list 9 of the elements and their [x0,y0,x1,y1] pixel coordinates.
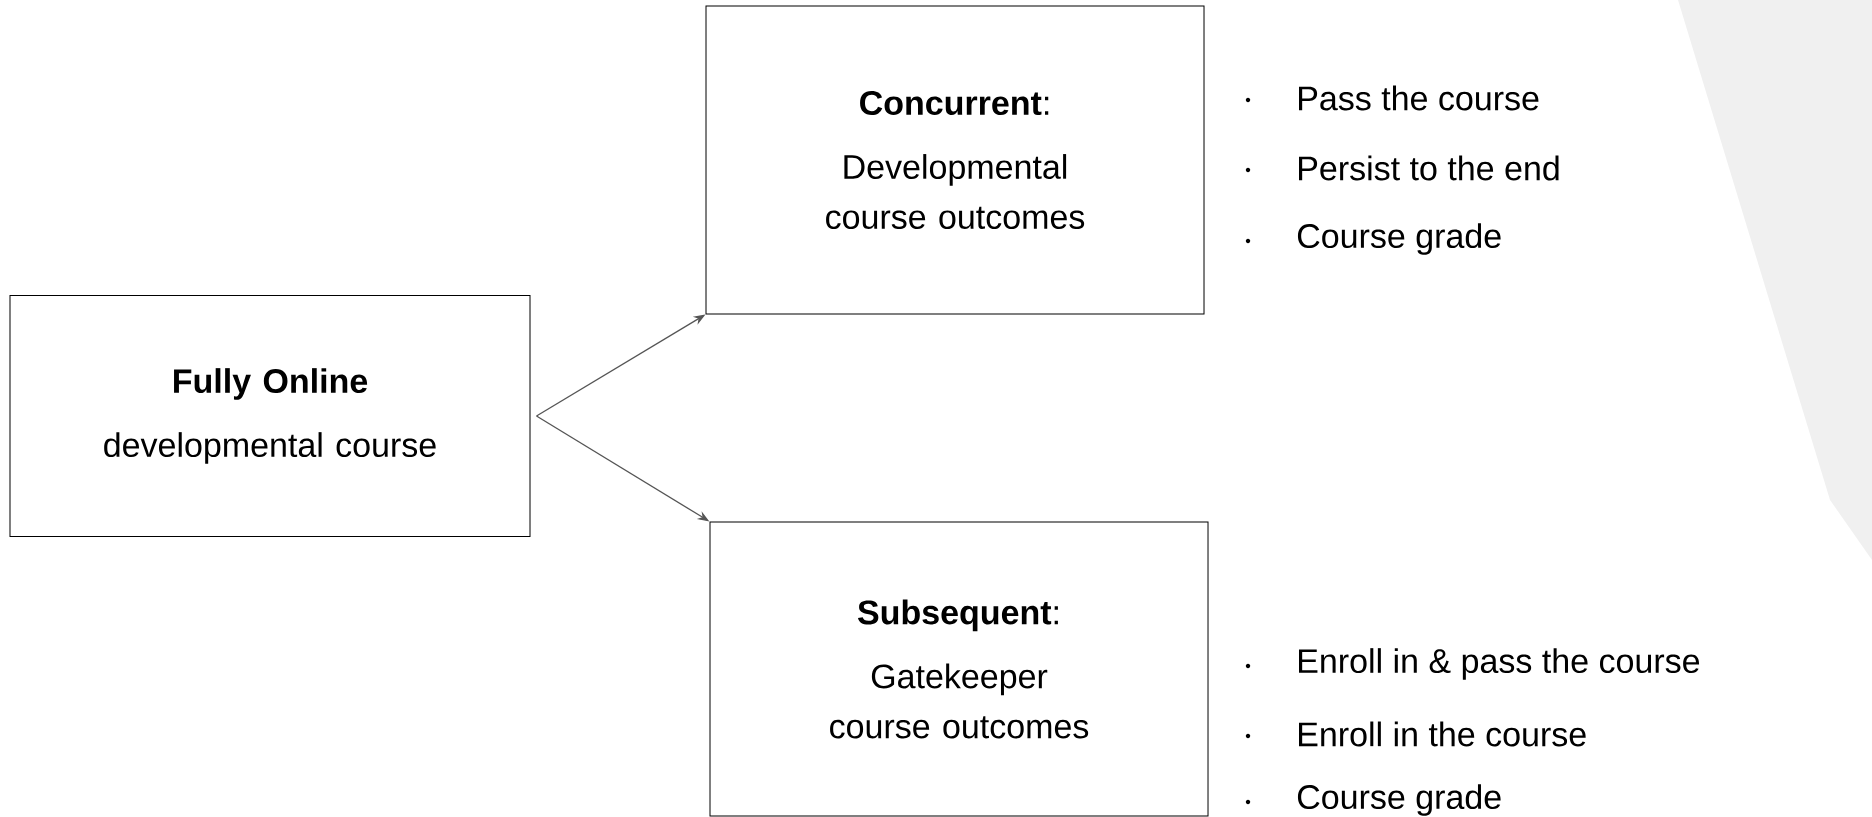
process-box: Subsequent: Gatekeeper course outcomes [709,521,1209,817]
bullet-item: Course grade [1297,223,1501,255]
bullet-item: Enroll in & pass the course [1299,648,1700,680]
bullet-item: Enroll in the course [1299,721,1586,747]
bullet-item: Pass the course [1299,85,1539,111]
process-box: Concurrent: Developmental course outcomes [705,5,1205,315]
process-box: Fully Online developmental course [9,295,531,537]
bullet-item: Persist to the end [1299,155,1559,181]
bullet-item: Course grade [1297,784,1501,816]
